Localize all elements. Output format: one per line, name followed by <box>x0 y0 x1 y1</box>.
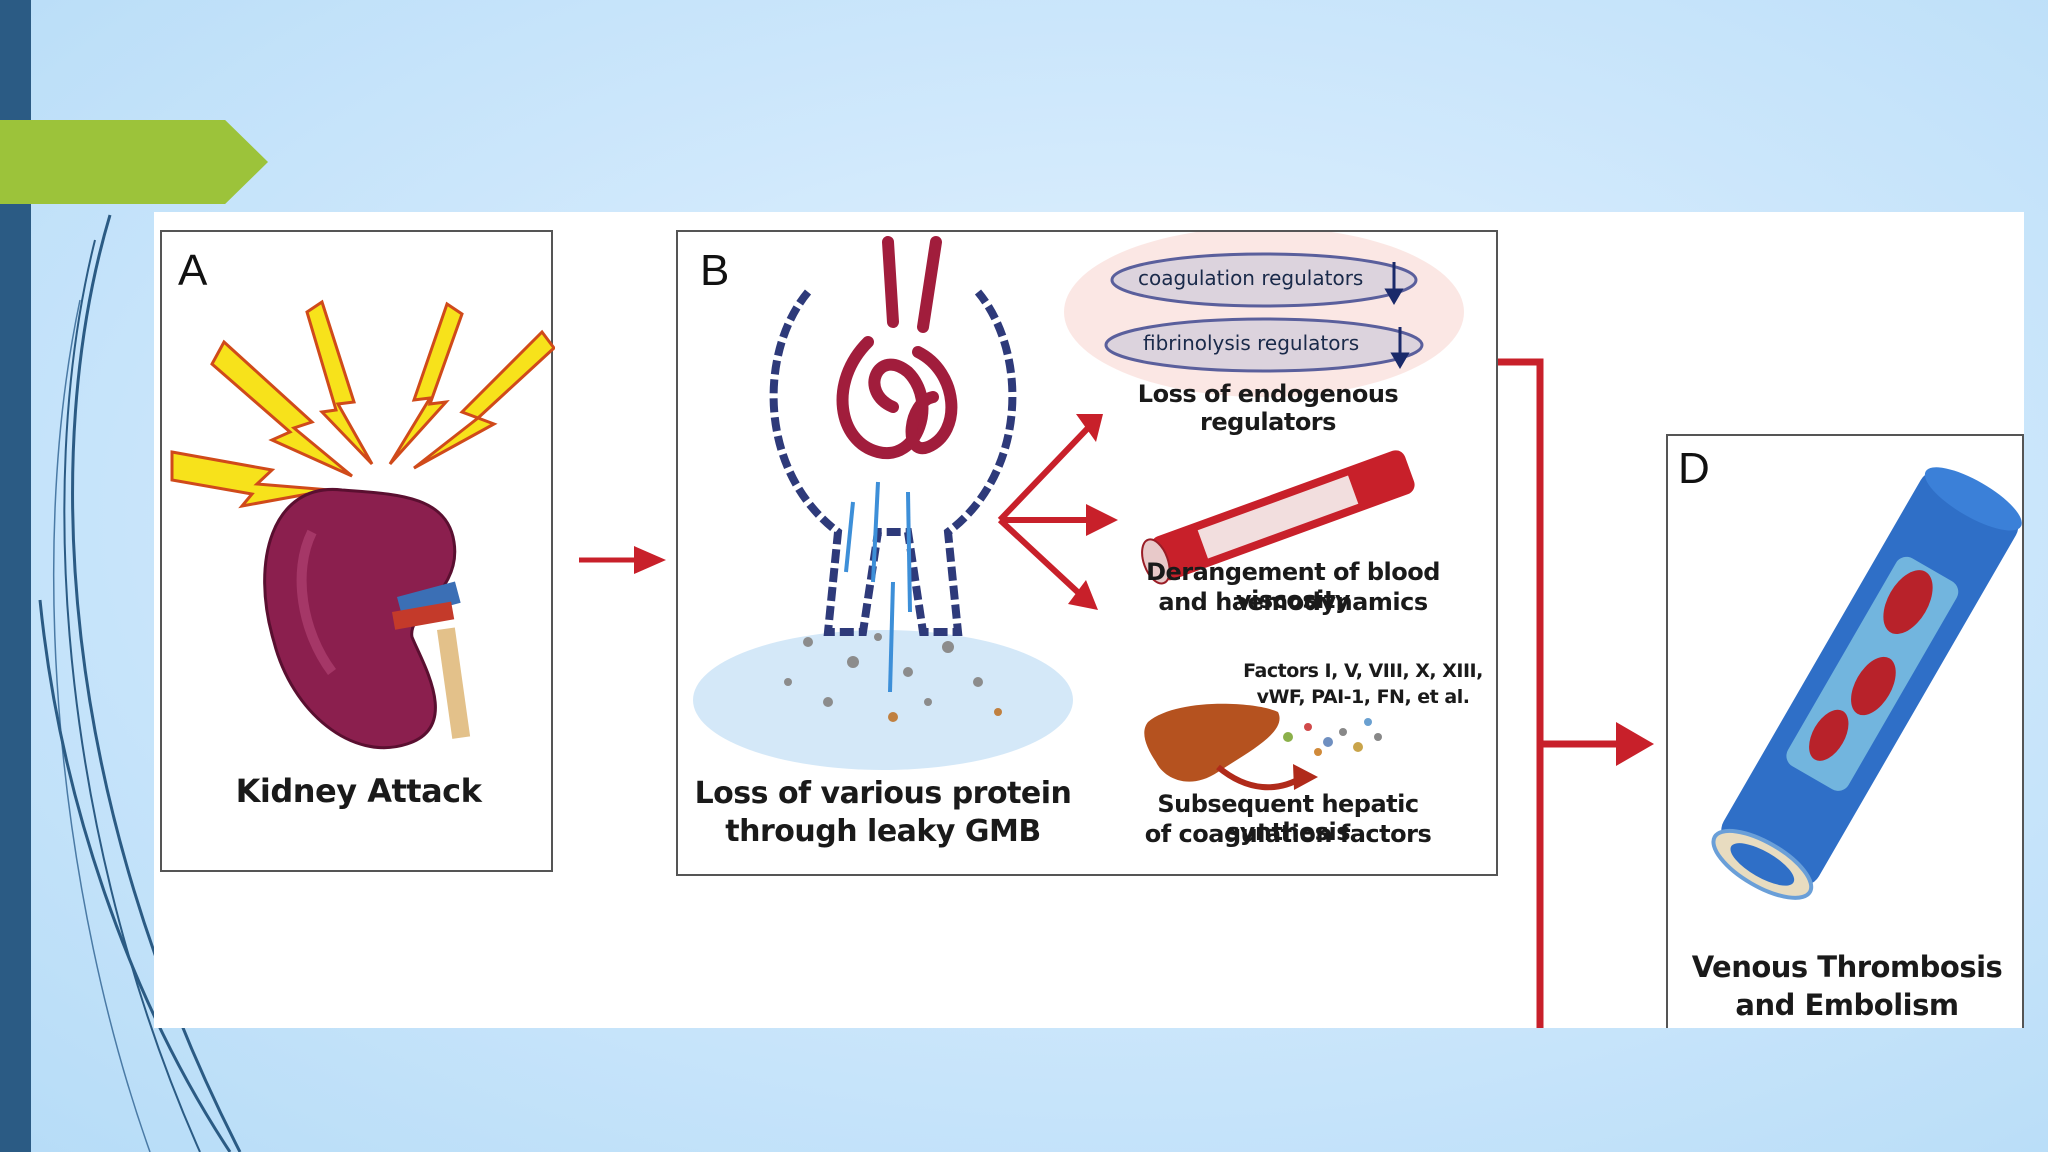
panel-b: B <box>676 230 1498 876</box>
protein-loss-caption-line1: Loss of various protein <box>694 776 1072 811</box>
arrow-a-to-b-icon <box>579 546 666 574</box>
blood-vessel-tube-icon <box>1141 450 1415 585</box>
fibrinolysis-regulators-label: fibrinolysis regulators <box>1143 331 1360 355</box>
factors-list-line2: vWF, PAI-1, FN, et al. <box>1256 686 1470 708</box>
panel-a-letter: A <box>178 246 208 295</box>
hepatic-synthesis-caption-line1: Subsequent hepatic synthesis <box>1157 790 1419 846</box>
glomerulus-illustration <box>693 232 1464 791</box>
liver-icon <box>1144 703 1280 782</box>
three-branch-arrows-icon <box>997 414 1118 610</box>
panel-d: D Venous Thrombosis and Embolism <box>1666 434 2024 1028</box>
panel-d-caption-line2: and Embolism <box>1735 988 1959 1022</box>
figure-diagram: A Kidney Attack <box>154 212 2024 1028</box>
coagulation-regulators-label: coagulation regulators <box>1138 266 1364 290</box>
panel-b-letter: B <box>700 246 730 295</box>
capillary-tuft-icon <box>836 236 958 460</box>
vein-tube-icon <box>1711 467 2022 900</box>
down-arrow-icon <box>1384 262 1410 369</box>
connector-b-to-d-icon <box>1494 358 1654 1028</box>
panel-d-letter: D <box>1678 444 1710 493</box>
protein-particles-icon <box>784 633 1002 722</box>
bowmans-capsule-icon <box>769 289 1017 636</box>
green-arrow-accent <box>0 120 268 204</box>
blood-viscosity-caption-line1: Derangement of blood viscosity <box>1146 558 1440 614</box>
panel-a-caption: Kidney Attack <box>235 772 482 810</box>
loss-of-regulators-caption: Loss of endogenous regulators <box>1137 380 1399 436</box>
blood-viscosity-caption-line2: and haemodynamics <box>1158 588 1428 616</box>
hepatic-synthesis-caption-line2: of coagulation factors <box>1144 820 1432 848</box>
factor-particles-icon <box>1283 718 1382 756</box>
panel-d-caption-line1: Venous Thrombosis <box>1691 950 2003 984</box>
venous-thrombosis-illustration <box>1711 467 2022 900</box>
protein-loss-caption-line2: through leaky GMB <box>725 814 1041 849</box>
lightning-icon <box>170 299 555 509</box>
panel-a: A Kidney Attack <box>160 230 555 872</box>
leak-streams-icon <box>844 481 912 693</box>
renal-vessels-icon <box>392 581 471 739</box>
kidney-illustration <box>170 299 555 750</box>
flow-arrows <box>579 358 1654 1028</box>
kidney-icon <box>263 488 457 750</box>
factors-list-line1: Factors I, V, VIII, X, XIII, <box>1243 660 1483 682</box>
